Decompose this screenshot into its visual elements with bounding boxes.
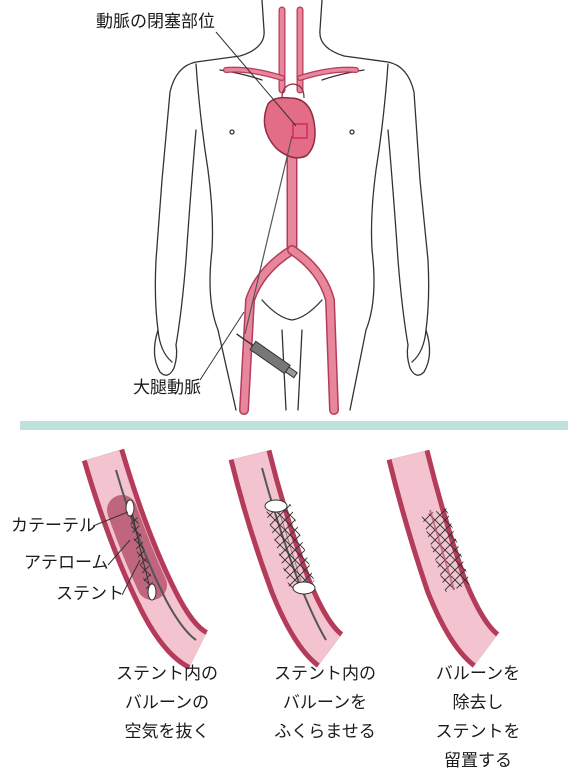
catheter-label: カテーテル (11, 518, 96, 535)
stent-inflated-2 (278, 508, 302, 585)
atheroma-plaque-1 (122, 510, 152, 585)
stent-placed-3 (434, 512, 458, 588)
groin (262, 300, 322, 320)
vessel-panel-1 (103, 455, 198, 650)
caption-step-3: バルーンを 除去し ステントを 留置する (413, 660, 543, 776)
atheroma-edge-3 (430, 510, 454, 590)
caption-2-line-1: ステント内の (260, 660, 390, 689)
torso-right (350, 64, 388, 410)
caption-1-line-3: 空気を抜く (102, 718, 232, 747)
leader-femoral (200, 312, 244, 380)
hand-left (154, 330, 176, 375)
caption-3-line-2: 除去し (413, 689, 543, 718)
section-separator (20, 421, 568, 430)
caption-step-1: ステント内の バルーンの 空気を抜く (102, 660, 232, 747)
caption-2-line-2: バルーンを (260, 689, 390, 718)
body-illustration (0, 0, 587, 420)
leader-stent (122, 560, 140, 595)
stent-deflated-1 (132, 512, 150, 588)
leg-inner-right (298, 330, 302, 410)
arm-left-inner (176, 130, 196, 345)
occlusion-site-label: 動脈の閉塞部位 (96, 14, 215, 31)
stent-label: ステント (56, 586, 124, 603)
vessel-panel-3 (408, 455, 486, 650)
caption-3-line-4: 留置する (413, 747, 543, 776)
hand-right (407, 330, 429, 375)
caption-3-line-1: バルーンを (413, 660, 543, 689)
leader-atheroma (108, 540, 130, 565)
femoral-artery-label: 大腿動脈 (133, 380, 201, 397)
caption-3-line-3: ステントを (413, 718, 543, 747)
vessel-panel-2 (250, 455, 330, 650)
caption-1-line-2: バルーンの (102, 689, 232, 718)
arm-right-inner (388, 130, 408, 345)
atheroma-label: アテローム (24, 555, 109, 572)
leader-catheter (93, 512, 128, 526)
caption-2-line-3: ふくらませる (260, 718, 390, 747)
caption-1-line-1: ステント内の (102, 660, 232, 689)
torso-left (196, 64, 236, 410)
caption-step-2: ステント内の バルーンを ふくらませる (260, 660, 390, 747)
catheter-wire (245, 136, 292, 334)
